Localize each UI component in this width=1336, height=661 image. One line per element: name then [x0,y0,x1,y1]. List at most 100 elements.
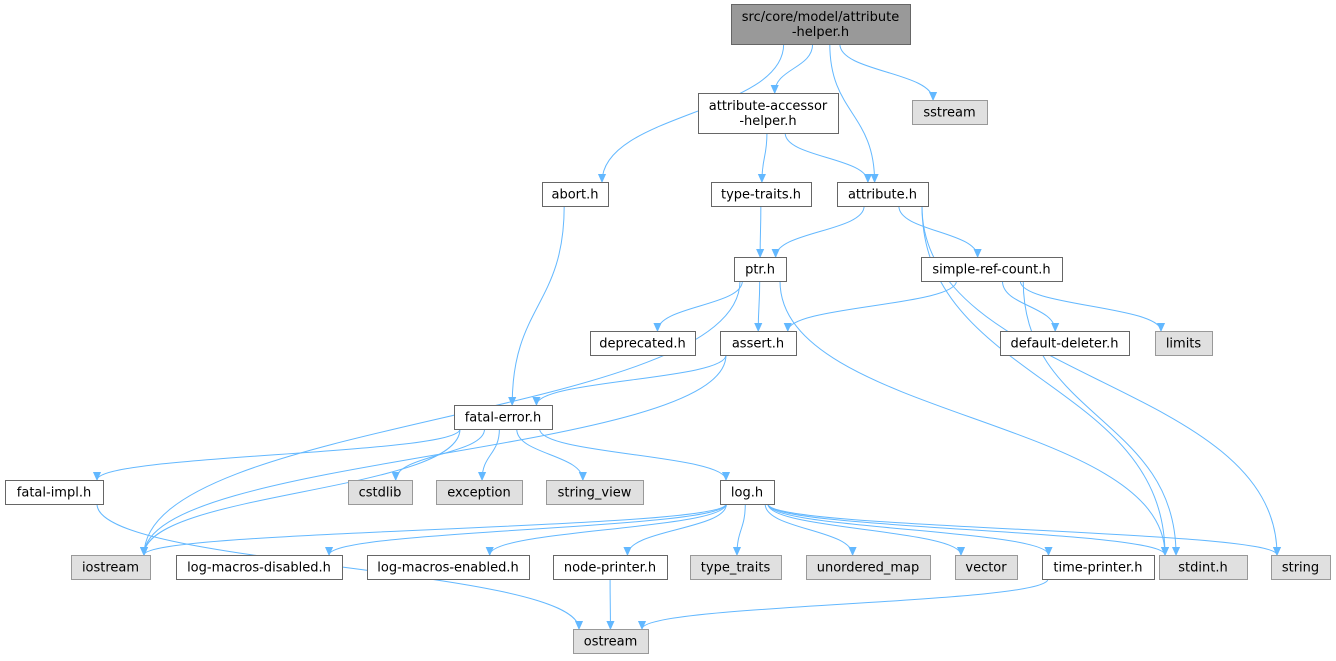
node-deprecated[interactable]: deprecated.h [590,331,696,356]
node-label: sstream [923,106,975,121]
edge-ptr-to-assert [758,280,759,331]
edge-root-to-attr-accessor [775,43,814,93]
node-box [71,555,151,580]
node-label: stdint.h [1178,561,1227,576]
node-box [720,480,775,505]
node-log-disabled[interactable]: log-macros-disabled.h [176,555,343,580]
node-box [1271,555,1331,580]
edge-ptr-to-stdint [779,280,1165,555]
node-box [955,555,1018,580]
node-label: -helper.h [792,25,849,40]
edge-attr-accessor-to-attribute [784,132,868,182]
node-label: ostream [584,635,638,650]
edge-simple-ref-to-default-deleter [1001,280,1055,331]
node-box [1000,331,1130,356]
node-box [921,257,1063,282]
node-box [546,480,644,505]
node-box [348,480,413,505]
node-box [806,555,931,580]
edge-attr-accessor-to-type-traits-h [762,132,768,182]
node-box [1042,555,1155,580]
node-box [720,331,797,356]
node-label: limits [1166,337,1202,352]
node-ostream: ostream [573,629,649,654]
node-log-enabled[interactable]: log-macros-enabled.h [367,555,530,580]
node-fatal-error[interactable]: fatal-error.h [454,405,553,430]
node-label: time-printer.h [1053,561,1142,576]
node-sstream: sstream [912,100,988,125]
edge-assert-to-fatal-error [536,354,727,405]
node-box [734,257,787,282]
node-type-traits-h[interactable]: type-traits.h [711,182,812,207]
node-vector: vector [955,555,1018,580]
node-simple-ref[interactable]: simple-ref-count.h [921,257,1063,282]
node-unordered-map: unordered_map [806,555,931,580]
node-label: cstdlib [359,486,402,501]
edge-root-to-attribute [829,43,875,182]
node-time-printer[interactable]: time-printer.h [1042,555,1155,580]
edge-log-to-stdint [767,503,1165,555]
node-box [176,555,343,580]
edge-fatal-error-to-fatal-impl [97,428,461,480]
node-box [1159,555,1248,580]
node-root[interactable]: src/core/model/attribute-helper.h [731,4,911,45]
node-node-printer[interactable]: node-printer.h [553,555,668,580]
node-label: log.h [731,486,763,501]
node-label: exception [447,486,511,501]
node-log[interactable]: log.h [720,480,775,505]
node-box [454,405,553,430]
node-label: fatal-impl.h [17,486,91,501]
node-abort[interactable]: abort.h [542,182,609,207]
node-label: src/core/model/attribute [742,10,899,25]
edge-log-to-vector [767,503,961,555]
node-box [590,331,696,356]
node-ptr[interactable]: ptr.h [734,257,787,282]
edge-ptr-to-deprecated [657,280,743,331]
edge-log-to-type-traits [737,503,746,555]
edge-fatal-error-to-cstdlib [396,428,486,480]
edge-simple-ref-to-stdint [1022,280,1176,555]
node-label: deprecated.h [599,337,685,352]
node-label: type-traits.h [721,188,801,203]
edge-log-to-log-disabled [329,503,727,555]
node-label: type_traits [701,561,771,576]
edge-abort-to-fatal-error [512,205,565,405]
edge-log-to-log-enabled [490,503,727,555]
node-assert[interactable]: assert.h [720,331,797,356]
edge-attribute-to-simple-ref [898,205,978,257]
edge-fatal-error-to-log [539,428,726,480]
edge-simple-ref-to-limits [1019,280,1161,331]
edge-log-to-unordered-map [764,503,852,555]
node-box [731,4,911,45]
node-box [912,100,988,125]
node-type-traits: type_traits [690,555,782,580]
edge-fatal-error-to-iostream [144,428,461,555]
edge-log-to-iostream [144,503,727,555]
edge-simple-ref-to-assert [788,280,957,331]
node-label: fatal-error.h [465,411,542,426]
edge-fatal-error-to-exception [482,428,500,480]
edge-log-to-node-printer [627,503,727,555]
node-attr-accessor[interactable]: attribute-accessor-helper.h [698,93,839,134]
node-limits: limits [1155,331,1213,356]
node-label: attribute-accessor [709,99,828,114]
node-box [690,555,782,580]
node-fatal-impl[interactable]: fatal-impl.h [5,480,104,505]
node-label: log-macros-disabled.h [187,561,331,576]
node-attribute[interactable]: attribute.h [837,182,929,207]
node-default-deleter[interactable]: default-deleter.h [1000,331,1130,356]
node-label: default-deleter.h [1011,337,1119,352]
node-label: string_view [558,486,632,501]
edge-assert-to-iostream [144,354,727,555]
node-box [542,182,609,207]
node-box [837,182,929,207]
node-string-view: string_view [546,480,644,505]
node-label: node-printer.h [564,561,656,576]
node-label: simple-ref-count.h [932,263,1050,278]
edge-log-to-time-printer [767,503,1049,555]
edge-ptr-to-iostream [144,280,741,555]
node-exception: exception [436,480,523,505]
edge-attribute-to-ptr [776,205,865,257]
node-label: attribute.h [848,188,917,203]
